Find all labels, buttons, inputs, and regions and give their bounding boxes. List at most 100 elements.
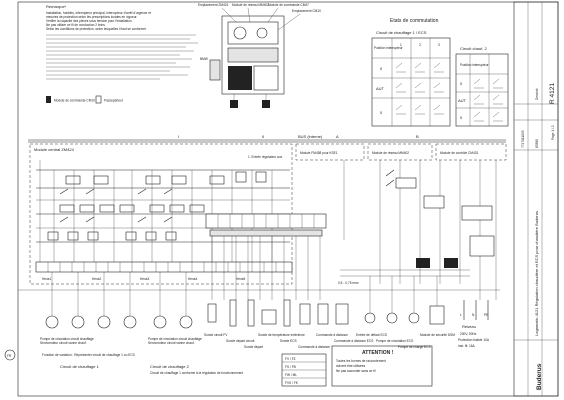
ecs-circuit [340,160,497,300]
side-stamp-label: FR [7,354,12,358]
device-label: Pompe de charge ECS [398,345,431,349]
device-label: Servomoteur circuit vanne chauf. [148,341,195,345]
controller-panel [227,47,279,63]
states-row-label: 0 [460,115,463,120]
device-label: Sonde départ [244,345,263,349]
pump-icon [364,312,376,324]
bus-marker: B [416,134,419,139]
pump-icon [45,315,59,329]
pump-icon [153,315,167,329]
doc-number: R 4121 [549,83,556,104]
revision: 63380 [535,139,539,148]
device-label: Commande à distance [316,333,348,337]
states-col-label: 3 [438,43,440,47]
controller-unit: BMW Emplacement ZM424 Module de réseau M… [198,3,321,108]
power-terminal: N [472,313,475,317]
terminal-block [35,261,293,273]
attention-box [331,345,433,387]
safety-module-icon [429,305,445,325]
module-label: Module de réseau MM402 [372,151,409,155]
pump-icon [386,312,398,324]
states-circuit2-title: Circuit chauf. 2 [460,46,487,51]
terminal-group-label: Hexa5 [236,277,245,281]
attention-title: ATTENTION ! [362,350,394,356]
states-row-label: 0 [380,110,383,115]
device-label: Sonde ECS [280,339,297,343]
relay-schematic [36,160,290,262]
controller-dial [233,26,247,40]
sensor-table-label: FVS / FK [285,381,299,385]
remote-control-icon [317,303,329,325]
device-label: Sonde circuit FV [204,333,228,337]
power-supply: L N PE Réseau 230V, 50Hz Protection fusi… [458,300,490,348]
subject: Logamatic 4121 Régulation chaudière et E… [534,211,539,336]
sensor-icon [207,303,217,323]
states-row-label: 0 [380,66,383,71]
sensor-icon [229,299,237,327]
title-block-frame [513,1,559,397]
sensor-icon [247,299,255,327]
terminal-strip: Hexa1 Hexa2 Hexa3 Hexa4 Hexa5 [35,261,293,281]
states-row-label: AUT [458,98,467,103]
bus-line: BUS (interne) I II A B [28,134,506,143]
device-labels: Pompe de circulation circuit chauffage S… [40,333,455,349]
bus-label: BUS (interne) [298,134,323,139]
sensor-icon [283,299,291,327]
remote-control-icon [335,303,349,325]
controller-side-module [209,59,221,81]
notes-line: Vérifier la capacité des pièces sous ten… [46,19,133,23]
device-label: Pompe de circulation ECS [376,339,413,343]
circuit2-label: Circuit de chauffage 2 [150,364,190,369]
manufacturer-logo: Buderus [536,363,543,390]
device-label: Sonde de température extérieure [258,333,305,337]
power-spec: 230V, 50Hz [460,332,477,336]
attention-line: doivent être utilisées [336,364,365,368]
title-block: R 4121 Page 1 / 2 Dessiné 63380 77470110… [513,1,559,397]
date: 7747011093 [521,130,525,148]
pump-icon [408,312,420,324]
attention-line: Ne pas raccorder sans ce fil [336,369,376,373]
sensor-connector-strip: 0,5 - 0,75 mm² [205,213,359,300]
motor-icon [179,315,193,329]
states-col-label: 2 [419,43,421,47]
regulator-note: 1. Entrée régulateur aux [248,155,283,159]
controller-label: Module de commande CM47 [268,3,309,7]
states-col-label: 1 [400,43,402,47]
sensor-table-label: FS / FB [285,365,296,369]
terminal-group-label: Hexa2 [92,277,101,281]
bus-marker: A [336,134,339,139]
notes-line: Selon les conditions de protection, selo… [46,27,147,31]
states-row-label: AUT [376,86,385,91]
device-label: Module de sécurité DSM [420,333,455,337]
notes-block: Remarque* Installation, fusibles, interr… [46,4,198,104]
motor-icon [123,315,137,329]
terminal-group-label: Hexa4 [188,277,197,281]
controller-terminal [230,100,238,108]
device-label: Sonde départ circuit [226,339,254,343]
power-label: Réseau [462,324,476,329]
pump-icon [97,315,111,329]
module-label: Module de contrôle CM431 [440,151,478,155]
module-label: Module central ZM424 [34,147,75,152]
device-row [45,272,445,329]
drawn-label: Dessiné [535,88,539,100]
states-row-label: Position interrupteur [374,46,403,50]
device-label: Entrée de défaut ECS [356,333,387,337]
bus-cable-note: 0,5 - 0,75 mm² [338,281,359,285]
device-label: Commande à distance ECS [334,339,373,343]
switching-states: Etats de commutation Circuit de chauffag… [371,18,509,127]
terminal-group-label: Hexa3 [140,277,149,281]
legend-dark-swatch [46,96,51,103]
power-terminal: PE [484,313,488,317]
states-circuit1-title: Circuit de chauffage 1 / ECS [376,30,427,35]
power-note: Protection fusible 10A [458,338,490,342]
circuit-ecs-note: Circuit de chauffage 1 conforme à la rég… [150,371,243,375]
device-label: Pompe de circulation circuit chauffage [148,337,202,341]
legend-light-label: Passepartout [104,99,123,103]
notes-line: mesures de protection selon les prescrip… [46,15,137,19]
controller-side-label: BMW [200,57,208,61]
device-label: Servomoteur circuit vanne chauf. [40,341,87,345]
power-terminal: L [460,313,462,317]
circuit1-label: Circuit de chauffage 1 [60,364,100,369]
